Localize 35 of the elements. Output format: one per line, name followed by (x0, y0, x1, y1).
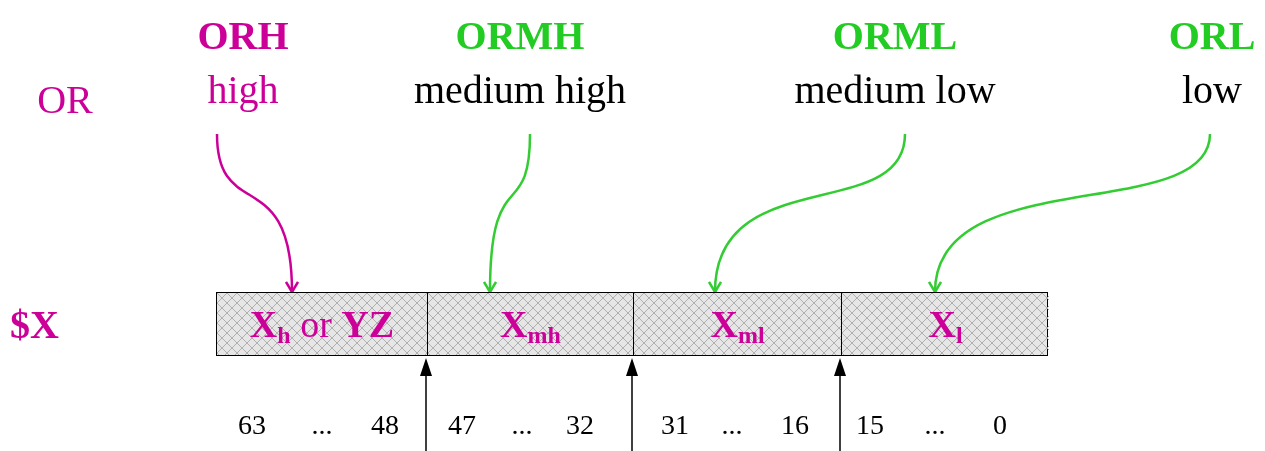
part-label: low (1182, 66, 1242, 114)
curved-arrow (709, 133, 907, 294)
bit-number: 15 (856, 408, 884, 442)
curved-arrow (483, 133, 532, 294)
register-label: $X (10, 301, 59, 349)
register-name: ORH (197, 12, 289, 60)
register-name: ORL (1168, 12, 1256, 60)
field-label: X$_{mh}$ (500, 302, 561, 346)
bit-number: ... (721, 408, 743, 442)
curved-arrow (215, 133, 299, 294)
register-field (427, 293, 633, 355)
part-label: high (207, 66, 279, 114)
register-field (841, 293, 1049, 355)
operand-label: OR (37, 76, 93, 124)
bit-number: 32 (566, 408, 594, 442)
field-label: X$_{h}$ or YZ (249, 302, 395, 346)
field-label: X$_{l}$ (928, 302, 963, 346)
register-name: ORML (832, 12, 958, 60)
register-name: ORMH (455, 12, 585, 60)
bit-number: 16 (781, 408, 809, 442)
bit-number: ... (924, 408, 946, 442)
bit-number: 47 (448, 408, 476, 442)
part-label: medium low (794, 66, 996, 114)
bit-number: 31 (661, 408, 689, 442)
bit-number: ... (511, 408, 533, 442)
bit-number: 0 (993, 408, 1007, 442)
bit-number: 48 (371, 408, 399, 442)
field-label: X$_{ml}$ (710, 302, 765, 346)
part-label: medium high (413, 66, 627, 114)
register-field (217, 293, 427, 355)
register-field (633, 293, 841, 355)
curved-arrow (929, 133, 1212, 294)
bit-number: 63 (238, 408, 266, 442)
bit-number: ... (311, 408, 333, 442)
register-bar (216, 292, 1048, 356)
